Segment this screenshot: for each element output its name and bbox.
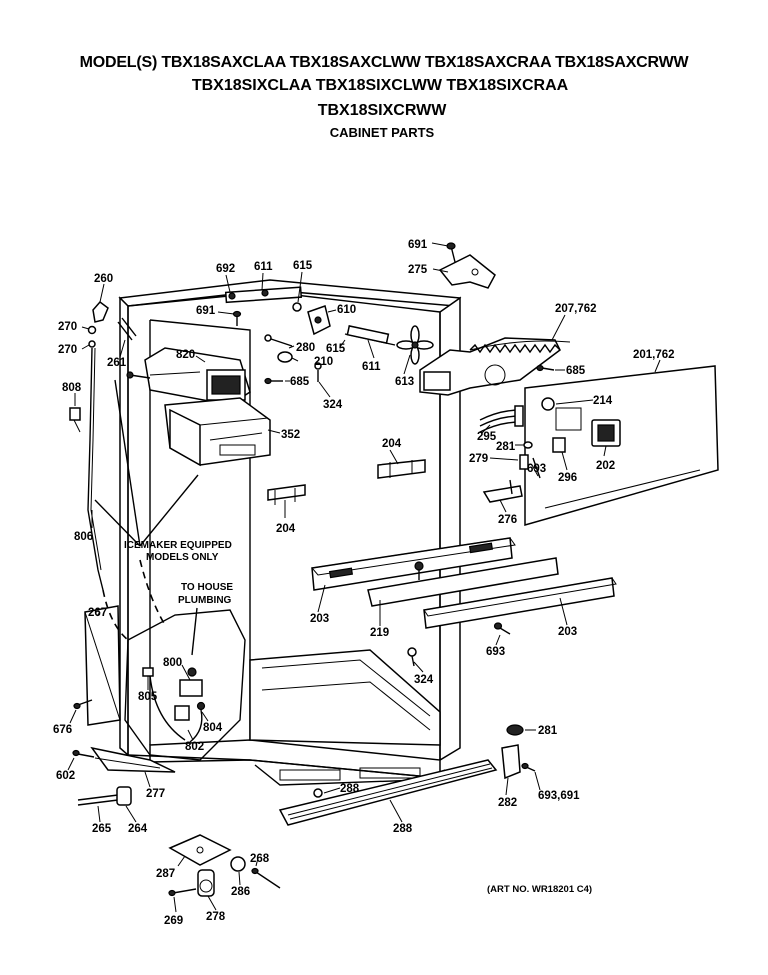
part-label: 201,762 (633, 349, 675, 361)
plumbing-detail-callout (124, 607, 246, 761)
part-label: 691 (196, 305, 216, 317)
part-label: 676 (53, 724, 72, 736)
part-label: 352 (281, 429, 300, 441)
part-label: 219 (370, 627, 389, 639)
part-label: 693,691 (538, 790, 580, 802)
part-label: 210 (314, 356, 333, 368)
part-label: 278 (206, 911, 226, 923)
part-label: 288 (340, 783, 360, 795)
part-label: 281 (538, 725, 558, 737)
icemaker-note: ICEMAKER EQUIPPED MODELS ONLY (124, 540, 232, 563)
part-label: 685 (290, 376, 310, 388)
part-label: 280 (296, 342, 315, 354)
interior-brackets (267, 459, 617, 667)
part-label: 804 (203, 722, 223, 734)
diagram-subtitle: CABINET PARTS (329, 125, 435, 140)
part-label: 279 (469, 453, 488, 465)
part-label: 296 (558, 472, 577, 484)
part-label: 275 (408, 264, 428, 276)
plumbing-note-line-1: TO HOUSE (181, 582, 233, 593)
part-label: 202 (596, 460, 615, 472)
part-label: 281 (496, 441, 516, 453)
part-label: 287 (156, 868, 175, 880)
part-label: 277 (146, 788, 165, 800)
part-label: 613 (395, 376, 414, 388)
part-label: 800 (163, 657, 182, 669)
model-list-line-1: MODEL(S) TBX18SAXCLAA TBX18SAXCLWW TBX18… (79, 54, 689, 71)
part-label: 610 (337, 304, 356, 316)
model-list-line-2: TBX18SIXCLAA TBX18SIXCLWW TBX18SIXCRAA (191, 77, 569, 94)
control-panel (479, 365, 719, 526)
part-label: 204 (382, 438, 402, 450)
part-label: 685 (566, 365, 586, 377)
part-label: 691 (408, 239, 428, 251)
part-label: 615 (326, 343, 346, 355)
part-label: 261 (107, 357, 127, 369)
part-label: 207,762 (555, 303, 597, 315)
part-label: 611 (362, 361, 381, 373)
part-label: 324 (414, 674, 434, 686)
part-label: 295 (477, 431, 497, 443)
part-label: 615 (293, 260, 313, 272)
part-label: 270 (58, 344, 77, 356)
part-number-labels: 691 275 692 611 615 260 691 610 207,762 … (53, 239, 675, 927)
leader-lines (67, 242, 661, 913)
hinge-parts-top (224, 242, 571, 396)
left-side-parts (69, 300, 176, 806)
part-label: 214 (593, 395, 613, 407)
part-label: 282 (498, 797, 517, 809)
part-label: 692 (216, 263, 235, 275)
part-label: 288 (393, 823, 413, 835)
part-label: 808 (62, 382, 82, 394)
model-list-line-3: TBX18SIXCRWW (317, 102, 447, 119)
part-label: 611 (254, 261, 273, 273)
part-label: 269 (164, 915, 183, 927)
part-label: 693 (486, 646, 505, 658)
part-label: 204 (276, 523, 296, 535)
part-label: 286 (231, 886, 250, 898)
part-label: 270 (58, 321, 77, 333)
icemaker-note-line-1: ICEMAKER EQUIPPED (124, 540, 232, 551)
bottom-parts (168, 724, 536, 897)
plumbing-note: TO HOUSE PLUMBING (178, 582, 233, 606)
icemaker-callout-lines (94, 379, 199, 641)
plumbing-note-line-2: PLUMBING (178, 595, 232, 606)
part-label: 260 (94, 273, 113, 285)
part-label: 203 (310, 613, 329, 625)
part-label: 805 (138, 691, 158, 703)
part-label: 602 (56, 770, 75, 782)
part-label: 802 (185, 741, 204, 753)
icemaker-assembly (126, 347, 322, 467)
part-label: 267 (88, 607, 107, 619)
part-label: 324 (323, 399, 343, 411)
part-label: 268 (250, 853, 270, 865)
part-label: 820 (176, 349, 195, 361)
part-label: 265 (92, 823, 112, 835)
icemaker-note-line-2: MODELS ONLY (146, 552, 219, 563)
part-label: 806 (74, 531, 93, 543)
art-number: (ART NO. WR18201 C4) (487, 884, 592, 895)
part-label: 276 (498, 514, 517, 526)
part-label: 693 (527, 463, 546, 475)
part-label: 203 (558, 626, 577, 638)
part-label: 264 (128, 823, 148, 835)
